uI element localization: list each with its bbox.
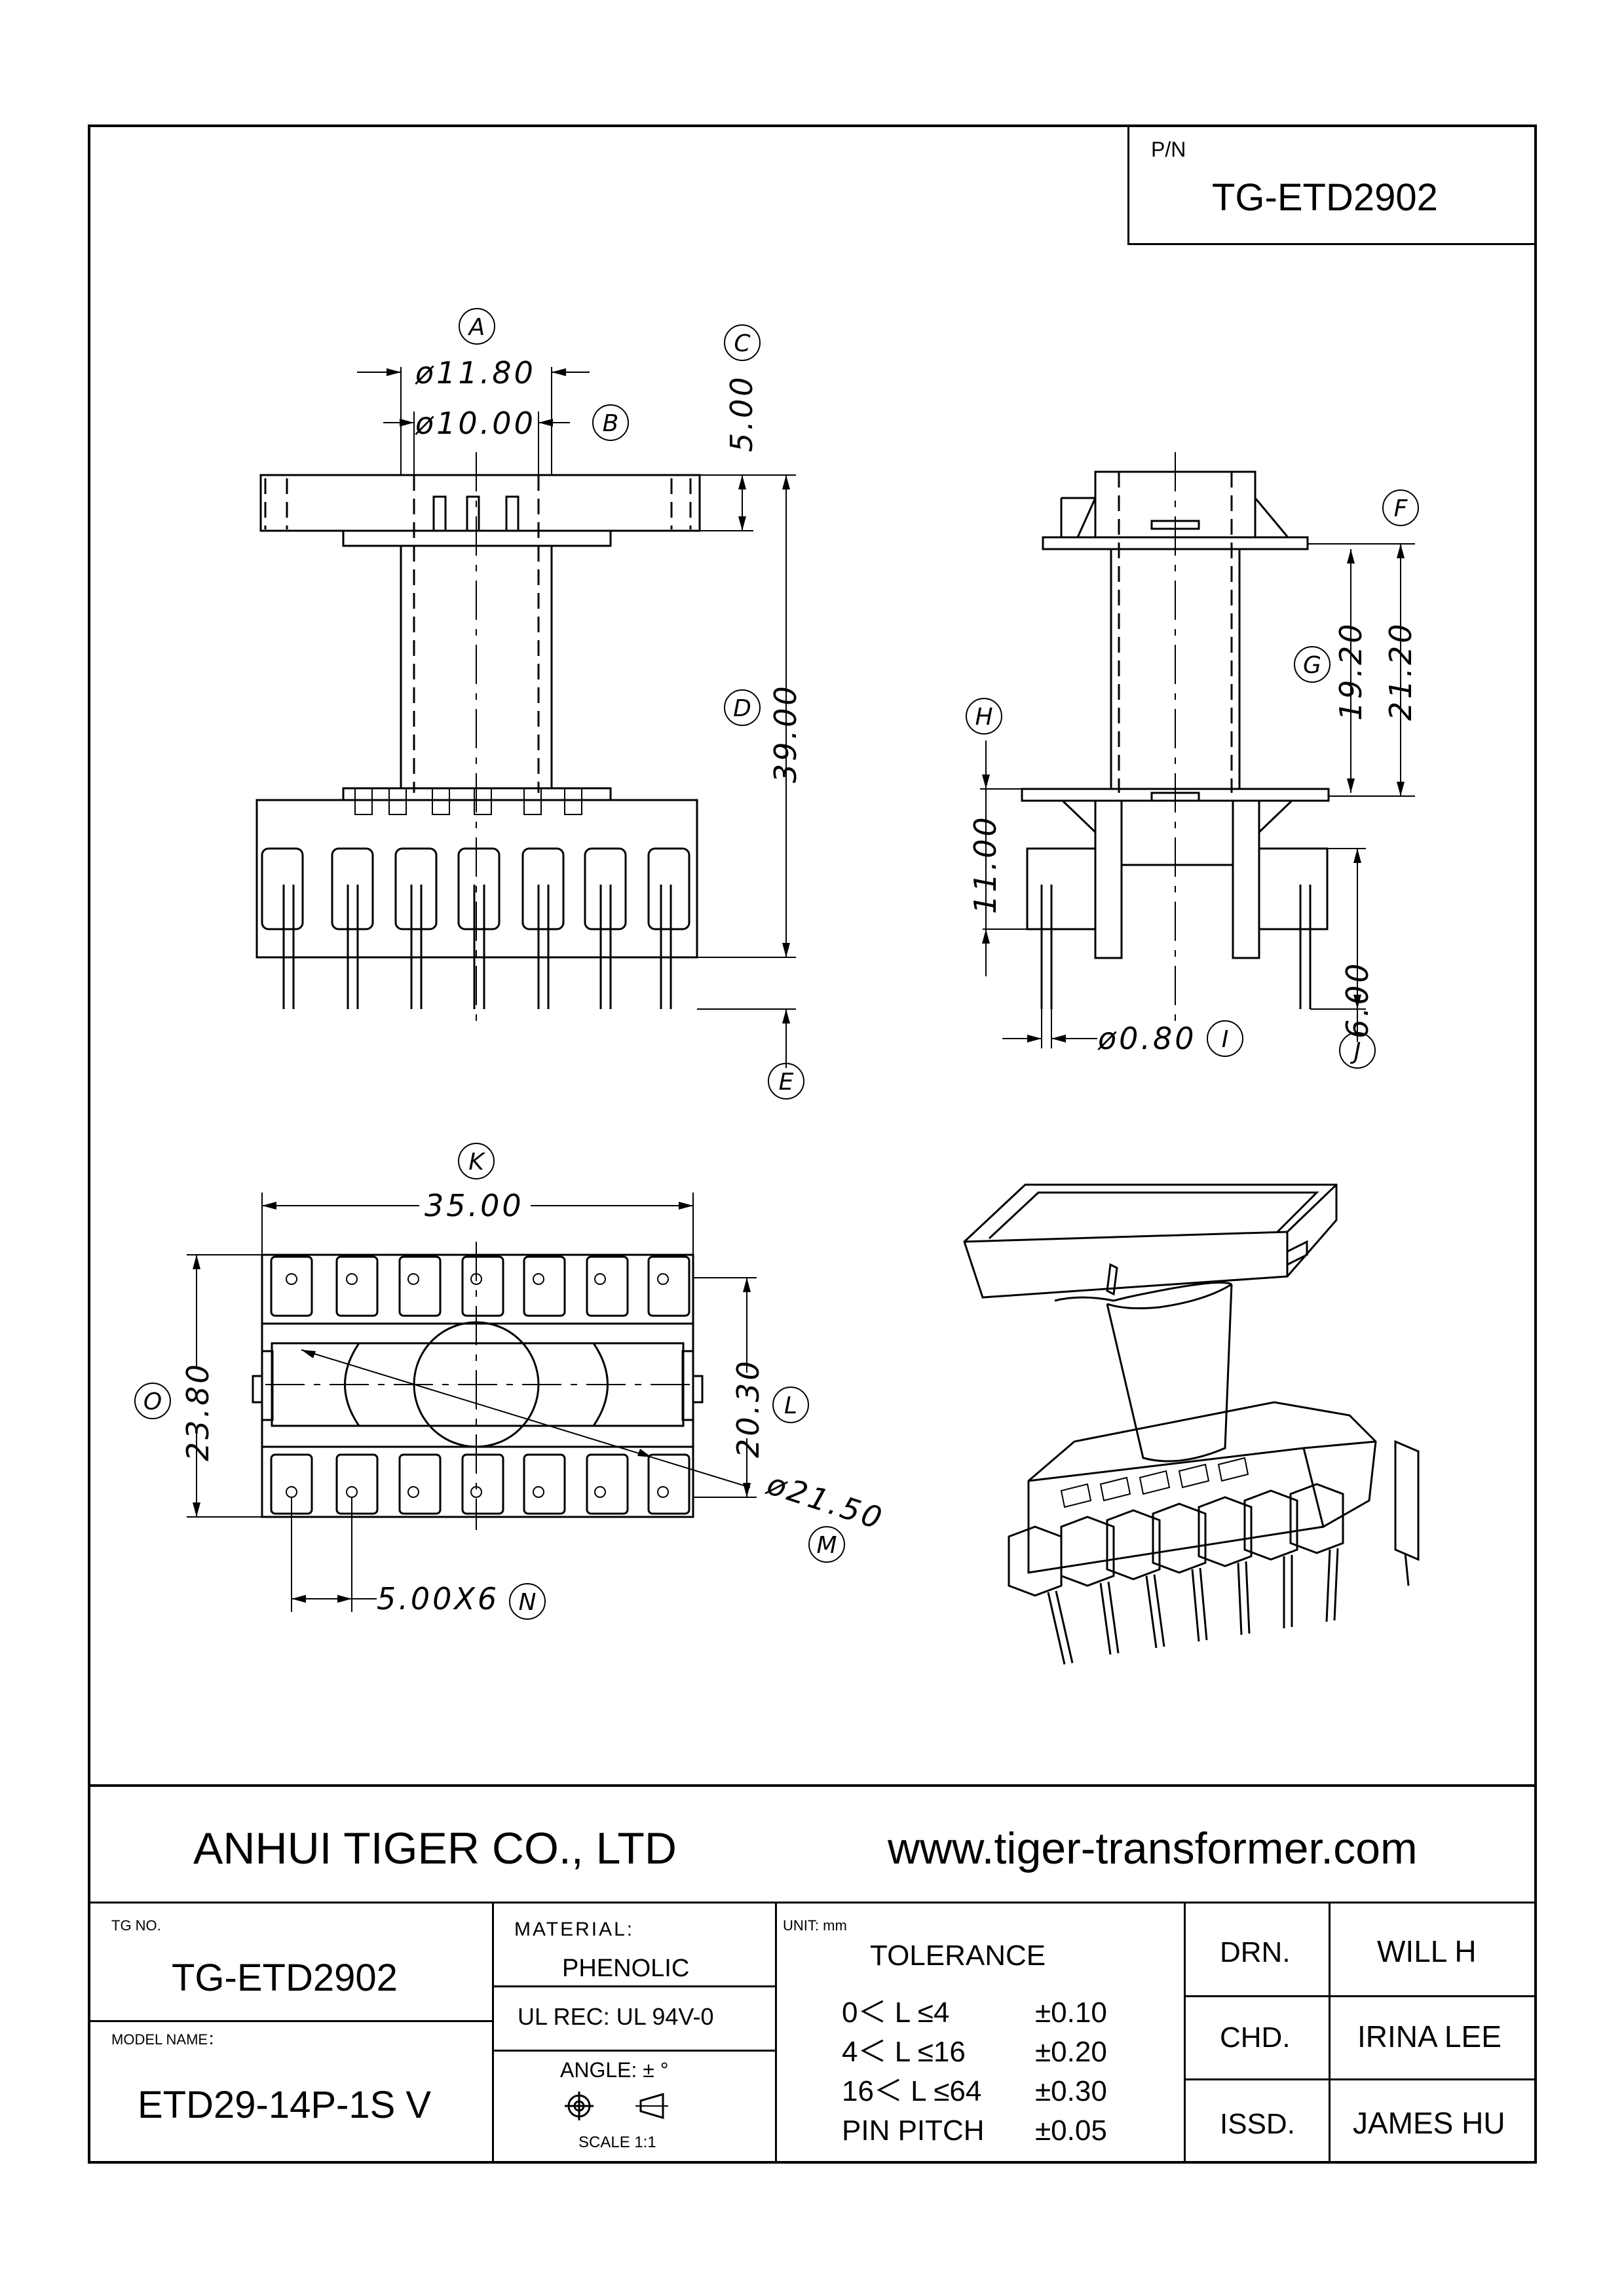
dim-h-value: 11.00 — [968, 814, 1003, 914]
label-f: F — [1394, 495, 1408, 522]
pn-box — [1127, 124, 1537, 245]
row-sep-sign-2 — [1184, 2078, 1537, 2080]
row-sep-mat-2 — [493, 2050, 776, 2052]
col-sep-3 — [1184, 1904, 1186, 2164]
side-view — [1021, 452, 1330, 1022]
bottom-view — [252, 1242, 751, 1530]
company-website: www.tiger-transformer.com — [888, 1824, 1418, 1873]
front-view — [255, 452, 701, 1029]
col-sep-4 — [1329, 1904, 1331, 2164]
pn-value: TG-ETD2902 — [1212, 176, 1438, 219]
label-o: O — [143, 1388, 162, 1415]
dimension-arrows — [193, 368, 1405, 1603]
angle-label: ANGLE: ± ° — [560, 2058, 669, 2082]
dim-n-value: 5.00X6 — [377, 1581, 499, 1617]
model-value: ETD29-14P-1S V — [138, 2084, 432, 2126]
drn-label: DRN. — [1220, 1936, 1291, 1968]
tol-range-1: 0＜ L ≤4 — [842, 1997, 950, 2029]
label-n: N — [519, 1589, 537, 1616]
dim-b-value: ø10.00 — [415, 406, 536, 441]
dim-a-value: ø11.80 — [415, 355, 536, 391]
label-m: M — [816, 1532, 837, 1559]
material-value: PHENOLIC — [562, 1955, 690, 1982]
row-sep-mat-1 — [493, 1985, 776, 1987]
label-c: C — [734, 330, 751, 357]
label-d: D — [733, 695, 751, 722]
drawing-frame — [88, 124, 1537, 2164]
issd-label: ISSD. — [1220, 2108, 1295, 2140]
dim-j-value: 6.00 — [1340, 961, 1375, 1039]
dim-m-value: ø21.50 — [763, 1466, 888, 1537]
label-h: H — [975, 704, 992, 731]
col-sep-2 — [775, 1904, 777, 2164]
dim-i-value: ø0.80 — [1097, 1021, 1197, 1056]
dim-g-value: 19.20 — [1333, 621, 1369, 721]
tol-range-2: 4＜ L ≤16 — [842, 2036, 966, 2068]
tol-value-1: ±0.10 — [1035, 1997, 1107, 2029]
label-b: B — [603, 410, 619, 437]
label-k: K — [468, 1149, 485, 1176]
dim-d-value: 39.00 — [768, 683, 803, 783]
tg-no-value: TG-ETD2902 — [172, 1957, 398, 1999]
tolerance-title: TOLERANCE — [870, 1940, 1046, 1972]
tol-range-4: PIN PITCH — [842, 2114, 985, 2147]
bottom-dimensions — [187, 1193, 757, 1612]
ul-rec: UL REC: UL 94V-0 — [518, 2003, 714, 2030]
tol-value-4: ±0.05 — [1035, 2114, 1107, 2147]
iso-pins — [1008, 1440, 1420, 1665]
company-band — [88, 1784, 1537, 1904]
front-pins — [261, 847, 690, 1009]
chd-value: IRINA LEE — [1357, 2019, 1501, 2054]
dim-k-value: 35.00 — [425, 1188, 524, 1223]
front-dimensions — [357, 367, 796, 1068]
col-sep-1 — [492, 1904, 494, 2164]
pn-label: P/N — [1151, 138, 1186, 161]
label-l: L — [784, 1392, 797, 1419]
material-label: MATERIAL: — [514, 1919, 635, 1940]
dim-c-value: 5.00 — [724, 375, 759, 452]
label-j: J — [1350, 1038, 1361, 1065]
tol-value-2: ±0.20 — [1035, 2036, 1107, 2068]
row-sep-sign-1 — [1184, 1995, 1537, 1997]
dim-o-value: 23.80 — [180, 1362, 216, 1461]
technical-drawing: A B C D E F G H I J K L M N O ø11.80 ø10… — [134, 308, 1420, 1665]
drn-value: WILL H — [1377, 1934, 1477, 1968]
model-label: MODEL NAME： — [111, 2031, 223, 2048]
label-g: G — [1303, 652, 1321, 679]
unit-label: UNIT: mm — [783, 1917, 847, 1934]
isometric-view — [963, 1183, 1420, 1665]
dim-f-value: 21.20 — [1383, 621, 1418, 721]
label-a: A — [468, 314, 485, 341]
dimension-bubbles — [134, 308, 1419, 1620]
label-i: I — [1222, 1026, 1229, 1053]
tg-no-label: TG NO. — [111, 1917, 161, 1934]
chd-label: CHD. — [1220, 2021, 1291, 2054]
dim-l-value: 20.30 — [730, 1358, 766, 1458]
tol-range-3: 16＜ L ≤64 — [842, 2075, 982, 2107]
scale-label: SCALE 1:1 — [578, 2133, 656, 2151]
issd-value: JAMES HU — [1353, 2106, 1505, 2140]
row-sep-tg — [88, 2020, 493, 2022]
label-e: E — [779, 1069, 794, 1096]
projection-symbol-icon — [565, 2092, 668, 2120]
tol-value-3: ±0.30 — [1035, 2075, 1107, 2107]
company-name: ANHUI TIGER CO., LTD — [193, 1824, 677, 1873]
